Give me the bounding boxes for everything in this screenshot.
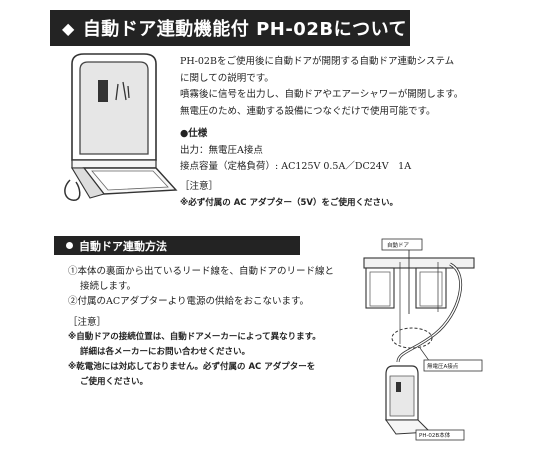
door-connection-diagram: 自動ドア 無電圧A接点 PH-02B本体: [363, 238, 483, 441]
page-title: ◆ 自動ドア連動機能付 PH-02Bについて: [50, 10, 410, 46]
method-note-2: ※乾電池には対応しておりません。必ず付属の AC アダプターを: [68, 362, 316, 372]
step-2: ②付属のACアダプターより電源の供給をおこないます。: [68, 296, 309, 307]
section-heading: 自動ドア連動方法: [54, 236, 300, 255]
intro-line: 無電圧のため、連動する設備につなぐだけで使用可能です。: [180, 105, 436, 117]
spec-note-label: ［注意］: [180, 180, 219, 192]
contact-label: 無電圧A接点: [427, 362, 459, 370]
door-label: 自動ドア: [387, 241, 410, 249]
intro-line: 噴霧後に信号を出力し、自動ドアやエアーシャワーが開閉します。: [180, 89, 464, 100]
page-title-text: 自動ドア連動機能付 PH-02Bについて: [82, 19, 408, 40]
step-1: ①本体の裏面から出ているリード線を、自動ドアのリード線と: [68, 266, 335, 277]
bullet-icon: [66, 242, 73, 249]
spec-heading: ●仕様: [180, 128, 208, 139]
description-block: PH-02Bをご使用後に自動ドアが開閉する自動ドア連動システム に関しての説明で…: [180, 54, 520, 212]
diamond-icon: ◆: [62, 18, 75, 38]
method-note-1: ※自動ドアの接続位置は、自動ドアメーカーによって異なります。: [68, 332, 321, 342]
step-1-cont: 接続します。: [80, 281, 137, 292]
section-heading-text: 自動ドア連動方法: [79, 239, 167, 253]
spec-capacity: 接点容量（定格負荷）: AC125V 0.5A／DC24V 1A: [180, 161, 412, 172]
method-block: ①本体の裏面から出ているリード線を、自動ドアのリード線と 接続します。 ②付属の…: [68, 264, 378, 390]
device-illustration: [64, 53, 178, 201]
spec-output: 出力：無電圧A接点: [180, 144, 263, 156]
method-note-2-cont: ご使用ください。: [80, 377, 149, 387]
intro-line: に関しての説明です。: [180, 72, 274, 84]
unit-label: PH-02B本体: [419, 431, 451, 439]
method-note-label: ［注意］: [68, 317, 107, 328]
method-note-1-cont: 詳細は各メーカーにお問い合わせください。: [80, 347, 251, 357]
spec-note-text: ※必ず付属の AC アダプター（5V）をご使用ください。: [180, 198, 398, 208]
intro-line: PH-02Bをご使用後に自動ドアが開閉する自動ドア連動システム: [180, 56, 455, 67]
